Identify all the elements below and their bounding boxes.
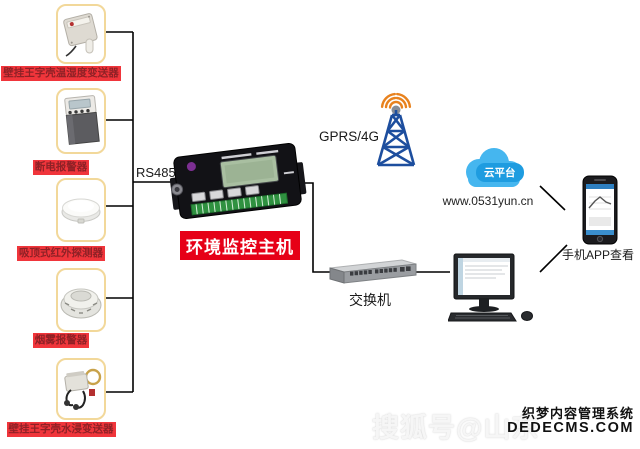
switch-label: 交换机 (349, 292, 391, 308)
desktop-computer-icon (447, 253, 533, 322)
cms-watermark: 织梦内容管理系统 DEDECMS.COM (507, 406, 634, 436)
sensor-box-smoke-alarm (56, 268, 106, 332)
sensor-box-ceiling-infrared (56, 178, 106, 242)
network-switch (326, 254, 418, 291)
cms-watermark-domain: DEDECMS.COM (507, 420, 634, 436)
rs485-label: RS485 (136, 165, 176, 180)
sensor-label-row: 烟雾报警器 (0, 330, 122, 348)
sensor-label-temp-humidity: 壁挂王字壳温湿度变送器 (1, 66, 121, 81)
antenna-tower-icon (376, 92, 416, 167)
mobile-phone (580, 175, 620, 252)
monitoring-host-icon (169, 143, 307, 220)
gprs-tower (370, 84, 424, 175)
ceiling-infrared-detector-icon (61, 198, 101, 224)
sensor-label-row: 壁挂王字壳温湿度变送器 (0, 63, 122, 81)
power-failure-alarm-icon (64, 95, 100, 145)
sensor-label-row: 断电报警器 (0, 157, 122, 175)
sensor-label-ceiling-infrared: 吸顶式红外探测器 (17, 246, 105, 261)
cms-watermark-title: 织梦内容管理系统 (521, 406, 634, 421)
cloud-platform-badge: 云平台 (476, 163, 524, 182)
sensor-label-power-failure-alarm: 断电报警器 (32, 160, 90, 175)
switch-icon (329, 259, 417, 284)
smoke-alarm-icon (60, 288, 102, 319)
sensor-box-temp-humidity (56, 4, 106, 64)
sensor-label-smoke-alarm: 烟雾报警器 (32, 333, 90, 348)
sohu-watermark: 搜狐号@山东 (372, 413, 540, 443)
smartphone-icon (582, 175, 618, 245)
cloud-url: www.0531yun.cn (442, 194, 534, 208)
sensor-box-water-leak (56, 358, 106, 420)
monitoring-host-device (163, 140, 313, 235)
phone-app-label: 手机APP查看 (562, 248, 635, 262)
host-to-switch-line (298, 182, 332, 273)
cloud-to-phone-line (539, 185, 566, 211)
sensor-box-power-failure-alarm (56, 88, 106, 154)
computer-to-phone-line (539, 244, 568, 273)
temp-humidity-transmitter-icon (63, 13, 98, 57)
sensor-label-row: 吸顶式红外探测器 (0, 243, 122, 261)
sensor-label-water-leak: 壁挂王字壳水浸变送器 (6, 422, 116, 437)
gprs-label: GPRS/4G (319, 129, 380, 144)
host-label: 环境监控主机 (180, 231, 300, 260)
water-leak-transmitter-icon (64, 368, 102, 410)
sensor-label-row: 壁挂王字壳水浸变送器 (0, 419, 122, 437)
monitoring-computer (447, 250, 538, 329)
